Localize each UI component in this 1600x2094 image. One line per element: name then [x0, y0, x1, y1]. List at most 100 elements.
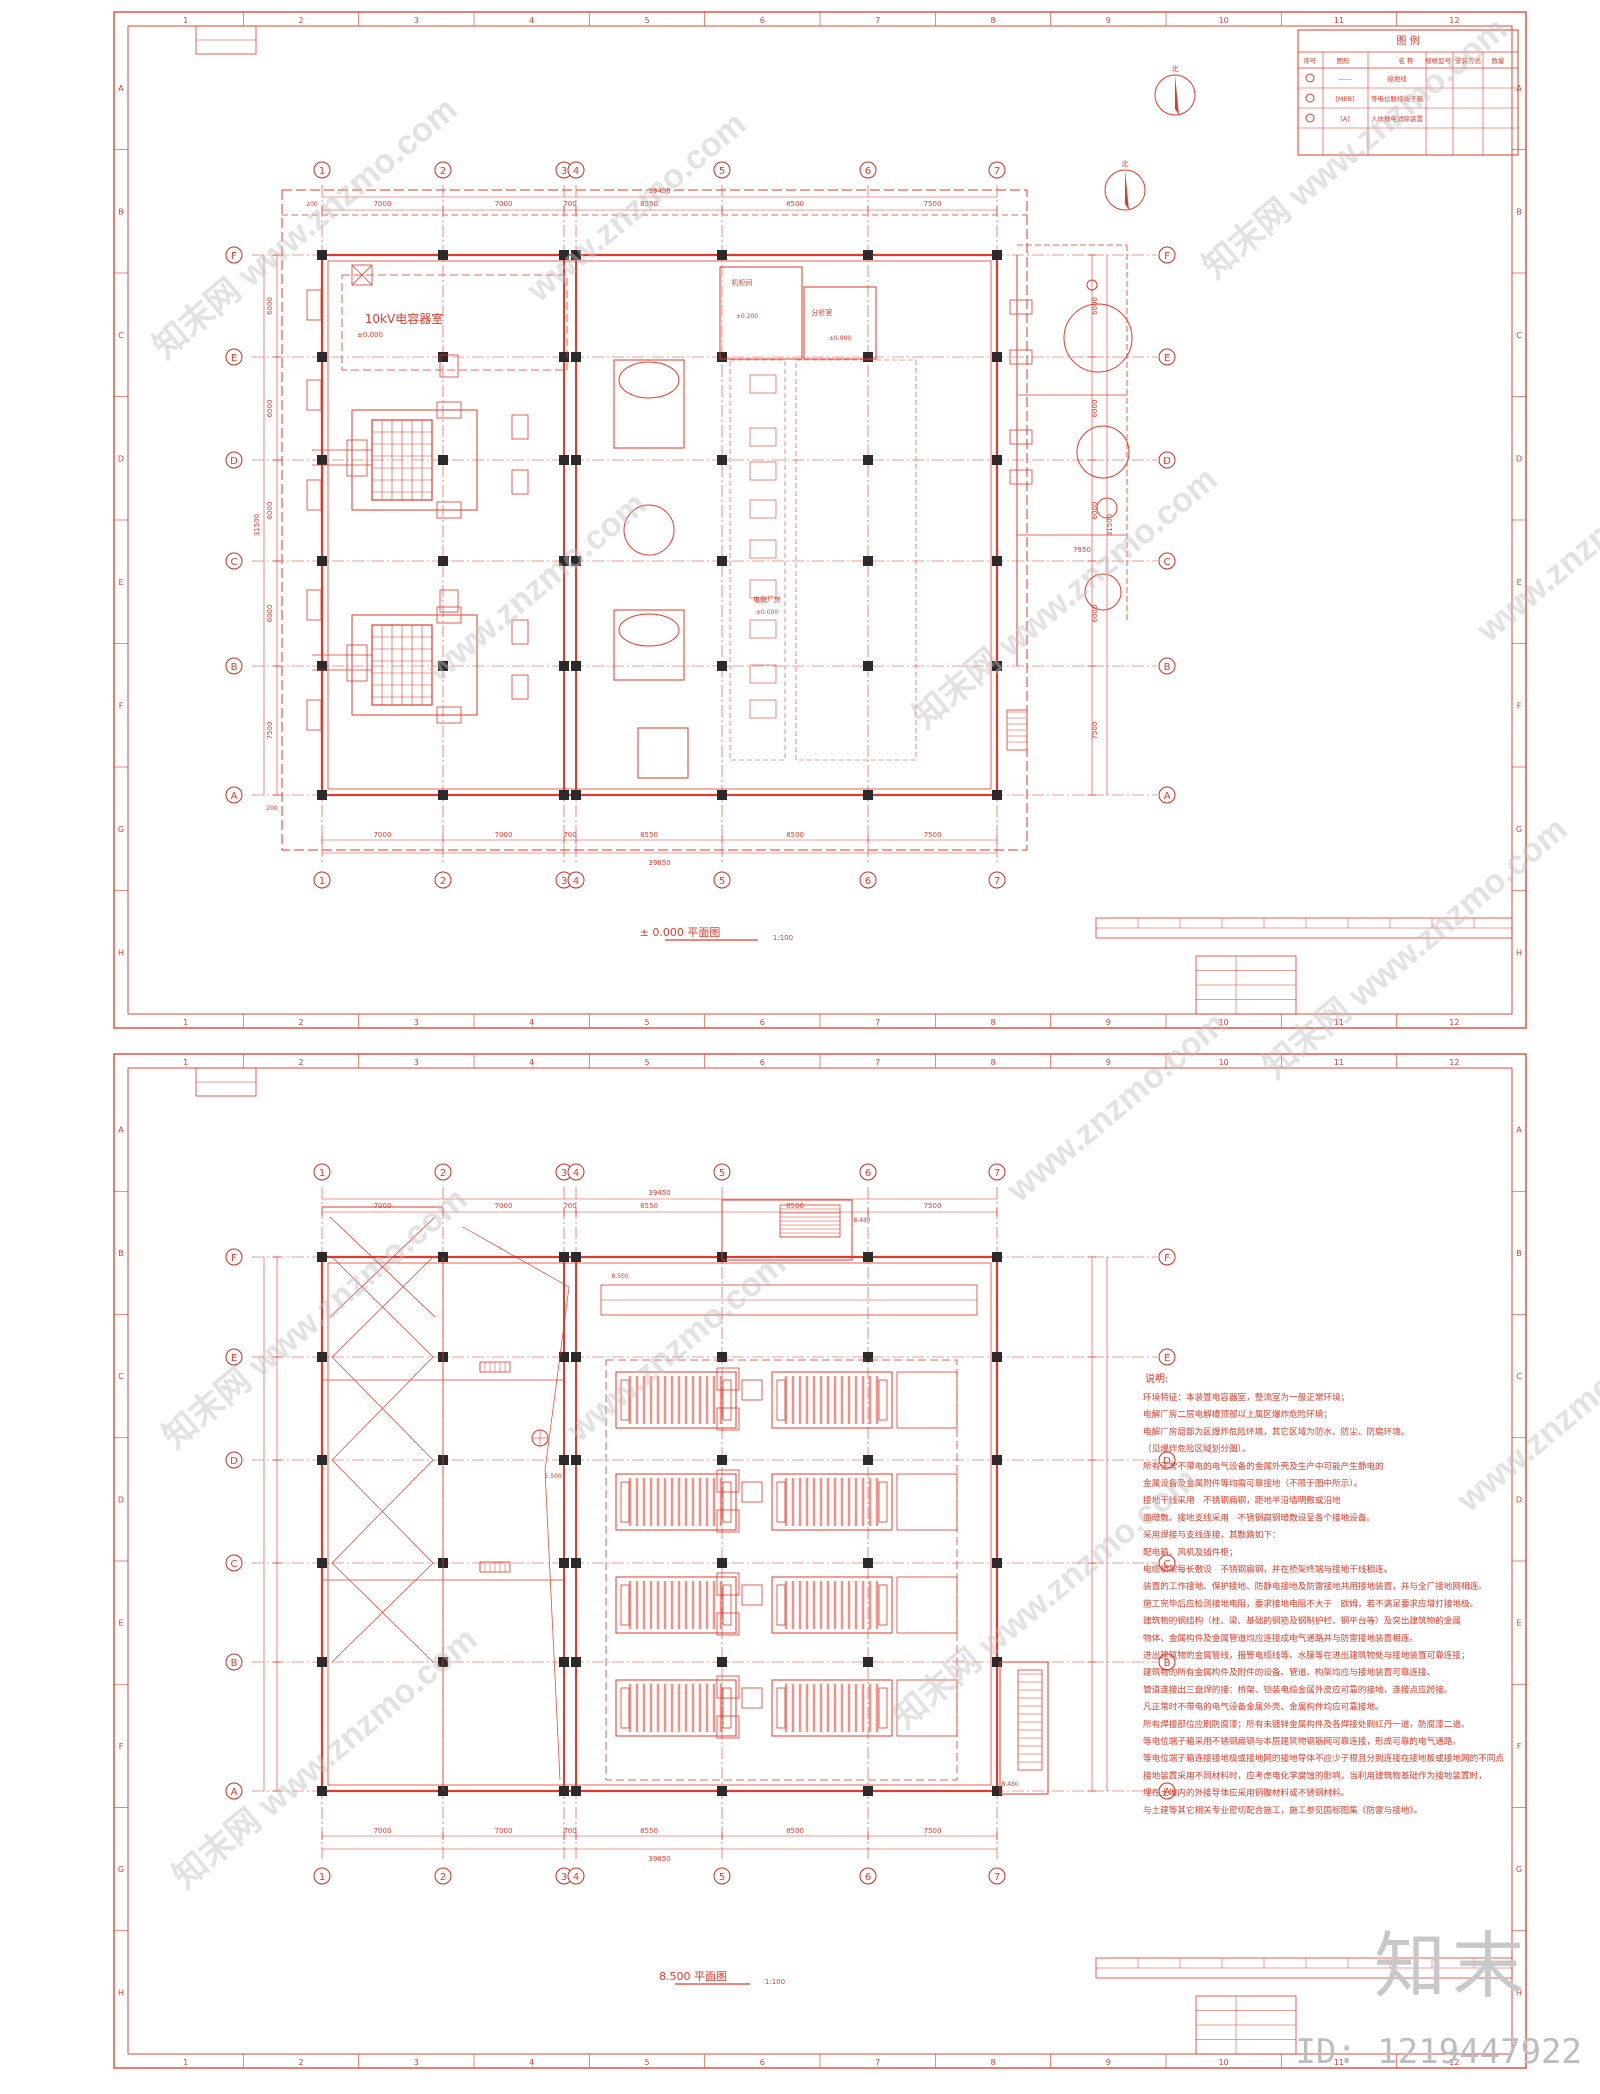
- capacitor-bank: [312, 401, 529, 519]
- frame-col-label: 5: [644, 1058, 649, 1067]
- legend-symbol: ------: [1338, 75, 1353, 83]
- axis-bubble: [1158, 451, 1176, 469]
- structural-column: [571, 1252, 581, 1262]
- axis-label-row: B: [231, 662, 238, 673]
- structural-column: [571, 661, 581, 671]
- room-elevation: ±0.000: [756, 609, 778, 616]
- frame-row-label: D: [1516, 454, 1522, 463]
- sheet-inner-border: [127, 1067, 1513, 2055]
- drawing-rect: [722, 1481, 732, 1523]
- axis-bubble: [1158, 552, 1176, 570]
- axis-label-row: C: [231, 1559, 238, 1570]
- legend-header: 数量: [1492, 56, 1506, 65]
- axis-label-col: 2: [440, 166, 446, 177]
- dimension-right: 6000: [1091, 400, 1099, 418]
- frame-col-label: 8: [990, 16, 995, 25]
- drawing-rect: [436, 501, 462, 519]
- structural-column: [559, 790, 569, 800]
- frame-col-label: 12: [1449, 1058, 1459, 1067]
- room-label: 分析室: [812, 308, 833, 317]
- axis-bubble: [1158, 1451, 1176, 1469]
- frame-col-label: 7: [875, 1018, 880, 1027]
- drawing-rect: [511, 619, 529, 645]
- drawing-rect: [327, 260, 992, 790]
- dimension-total-top: 39450: [648, 187, 670, 195]
- brand-logo: 知末: [1373, 1924, 1530, 2008]
- north-arrow-icon: [1175, 75, 1179, 115]
- note-line: 施工完毕后应检测接地电阻，要求接地电阻不大于 欧姆，若不满足要求应增打接地极。: [1143, 1597, 1478, 1609]
- drawing-rect: [615, 1679, 737, 1737]
- structural-column: [717, 1455, 727, 1465]
- room-elevation: ±0.000: [829, 335, 851, 342]
- frame-col-label: 5: [644, 16, 649, 25]
- axis-label-row: D: [230, 1456, 238, 1467]
- drawing-rect: [1017, 1669, 1043, 1771]
- axis-label-col: 7: [994, 1872, 1000, 1883]
- drawing-rect: [722, 1379, 732, 1421]
- drawing-rect: [771, 1576, 893, 1634]
- frame-col-label: 11: [1334, 1018, 1344, 1027]
- frame-col-label: 8: [990, 1018, 995, 1027]
- drawing-rect: [306, 479, 322, 511]
- note-line: 凡正常时不带电的电气设备金属外壳、金属构件均应可靠接地。: [1143, 1701, 1384, 1713]
- axis-bubble: [1158, 657, 1176, 675]
- axis-bubble: [434, 161, 452, 179]
- legend-title: 图 例: [1396, 34, 1419, 47]
- drawing-rect: [436, 401, 462, 419]
- axis-bubble: [313, 161, 331, 179]
- axis-label-row: F: [1164, 1253, 1170, 1264]
- axis-label-col: 1: [319, 876, 325, 887]
- structural-column: [559, 1558, 569, 1568]
- capacitor-bank: [312, 606, 529, 724]
- axis-label-row: A: [231, 791, 238, 802]
- structural-column: [317, 1252, 327, 1262]
- frame-row-label: A: [118, 84, 124, 93]
- axis-label-col: 6: [865, 1168, 871, 1179]
- structural-column: [863, 1657, 873, 1667]
- note-line: 电解厂房局部为区爆炸危险环境，其它区域为防水、防尘、防腐环境。: [1143, 1425, 1409, 1437]
- drawing-rect: [351, 264, 373, 286]
- frame-col-label: 7: [875, 2058, 880, 2067]
- tank-circle: [1076, 425, 1130, 479]
- drawing-rect: [749, 579, 777, 599]
- frame-col-label: 5: [644, 1018, 649, 1027]
- drawing-rect: [716, 1407, 740, 1431]
- dimension-left: 6000: [266, 297, 274, 315]
- dimension-left: 6000: [266, 400, 274, 418]
- structural-column: [317, 1558, 327, 1568]
- axis-label-col: 6: [865, 876, 871, 887]
- axis-label-col: 5: [719, 1872, 725, 1883]
- structural-column: [863, 1558, 873, 1568]
- frame-col-label: 12: [1449, 1018, 1459, 1027]
- frame-col-label: 11: [1334, 1058, 1344, 1067]
- elevation-label: 8.480: [1001, 1781, 1018, 1788]
- axis-bubble: [225, 786, 243, 804]
- dimension-bottom: 8500: [786, 831, 804, 839]
- frame-col-label: 2: [298, 1058, 303, 1067]
- axis-label-col: 4: [573, 876, 579, 887]
- legend-header: 图形: [1337, 57, 1351, 65]
- axis-bubble: [313, 1867, 331, 1885]
- drawing-rect: [776, 1379, 786, 1421]
- structural-column: [717, 1352, 727, 1362]
- drawing-rect: [722, 1687, 732, 1729]
- electrolyzer-row: [615, 1572, 958, 1636]
- axis-label-col: 5: [719, 1168, 725, 1179]
- axis-bubble: [713, 1163, 731, 1181]
- dimension-right: 6000: [1091, 297, 1099, 315]
- axis-bubble: [1158, 1554, 1176, 1572]
- note-line: 进出建筑物的金属管线，报警电缆线等、水膜等在进出建筑物处与接地装置可靠连接；: [1143, 1649, 1470, 1661]
- structural-column: [559, 556, 569, 566]
- axis-bubble: [1158, 1782, 1176, 1800]
- axis-label-row: E: [1164, 1353, 1170, 1364]
- axis-bubble: [225, 657, 243, 675]
- north-label: 北: [1172, 65, 1179, 73]
- dimension-right: 6000: [1091, 605, 1099, 623]
- structural-column: [571, 1657, 581, 1667]
- structural-column: [571, 1352, 581, 1362]
- drawing-rect: [878, 1687, 888, 1729]
- drawing-rect: [771, 1473, 893, 1531]
- axis-label-col: 4: [573, 166, 579, 177]
- axis-bubble: [567, 871, 585, 889]
